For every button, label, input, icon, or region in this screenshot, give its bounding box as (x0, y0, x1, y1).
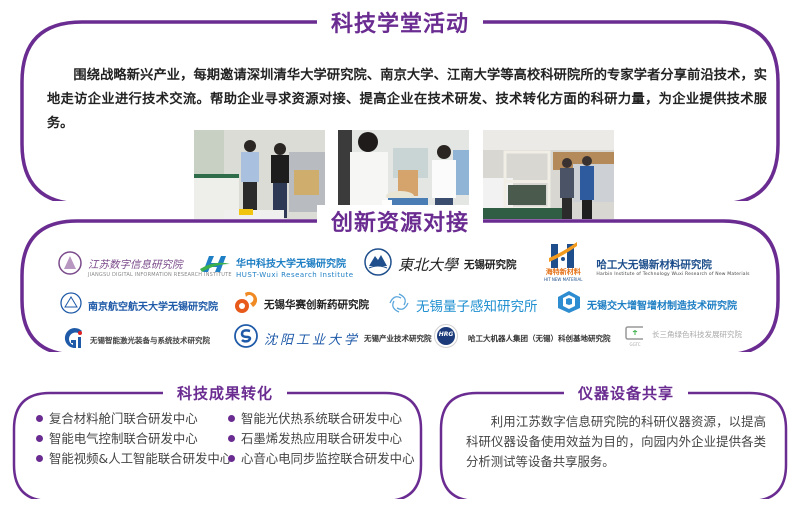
partner-logo-neu-wuxi[interactable]: 東北大學 无锡研究院 (364, 248, 517, 280)
hrg-badge-icon: HRG (434, 324, 458, 352)
bullet-dot-icon (228, 435, 235, 442)
ggtc-badge-text: GGTC (629, 342, 641, 347)
sut-emblem-icon (234, 324, 258, 352)
quantum-swirl-icon (388, 292, 410, 318)
bullet-dot-icon (36, 455, 43, 462)
sharing-description: 利用江苏数字信息研究院的科研仪器资源，以提高科研仪器设备使用效益为目的，向园内外… (466, 414, 766, 469)
transfer-title: 科技成果转化 (162, 382, 288, 404)
huasai-logo-icon (234, 290, 258, 318)
bullet-dot-icon (36, 435, 43, 442)
list-item: 智能视频&人工智能联合研发中心 (36, 449, 232, 468)
partner-name: 江苏数字信息研究院 (88, 258, 183, 271)
bullet-dot-icon (36, 415, 43, 422)
partner-name: 无锡量子感知研究所 (416, 299, 538, 315)
partner-name: 哈工大无锡新材料研究院 (596, 259, 712, 271)
partner-suffix: 无锡研究院 (464, 258, 517, 271)
hit-badge-text: 海特新材料 (545, 268, 581, 276)
transfer-section: 科技成果转化 复合材料舱门联合研发中心 智能光伏热系统联合研发中心 智能电气控制… (12, 382, 423, 504)
partner-logo-sjtu-additive[interactable]: 无锡交大增智增材制造技术研究院 (557, 290, 737, 318)
jiangsu-digital-emblem-icon (58, 251, 82, 279)
list-item: 复合材料舱门联合研发中心 (36, 409, 228, 428)
hit-badge-subtext: HIT NEW MATERIAL (544, 277, 583, 282)
partner-name: 无锡智能激光装备与系统技术研究院 (90, 335, 210, 345)
ggtc-logo-icon: GGTC (624, 324, 646, 347)
partner-subtitle: JIANGSU DIGITAL INFORMATION RESEARCH INS… (88, 271, 232, 278)
activities-section: 科技学堂活动 围绕战略新兴产业，每期邀请深圳清华大学研究院、南京大学、江南大学等… (20, 6, 780, 219)
resources-section: 创新资源对接 (20, 205, 780, 358)
partner-logo-sut-wuxi[interactable]: 沈阳工业大学 无锡产业技术研究院 (234, 324, 432, 352)
partner-name: 长三角绿色科技发展研究院 (652, 330, 742, 339)
partner-logo-quantum-sensing[interactable]: 无锡量子感知研究所 (388, 292, 538, 318)
hust-h-logo-icon (200, 254, 230, 278)
partner-logo-jiangsu-digital[interactable]: 江苏数字信息研究院 JIANGSU DIGITAL INFORMATION RE… (58, 251, 232, 279)
activities-description: 围绕战略新兴产业，每期邀请深圳清华大学研究院、南京大学、江南大学等高校科研院所的… (47, 68, 767, 131)
partner-name: 東北大學 (398, 255, 459, 274)
list-item: 智能光伏热系统联合研发中心 (228, 409, 418, 428)
partner-subtitle: Harbin Institute of Technology Wuxi Rese… (596, 272, 750, 277)
partner-logo-hrg-robotics[interactable]: HRG 哈工大机器人集团（无锡）科创基地研究院 (434, 324, 611, 352)
partner-logo-nuaa-wuxi[interactable]: 南京航空航天大学无锡研究院 (60, 292, 218, 318)
sharing-title: 仪器设备共享 (563, 382, 689, 404)
bullet-dot-icon (228, 415, 235, 422)
hrg-badge-text: HRG (438, 331, 454, 338)
sharing-section: 仪器设备共享 利用江苏数字信息研究院的科研仪器资源，以提高科研仪器设备使用效益为… (439, 382, 788, 504)
partner-logo-hust-wuxi[interactable]: 华中科技大学无锡研究院 HUST-Wuxi Research Institute (200, 252, 354, 279)
hit-new-material-logo-icon: 海特新材料 HIT NEW MATERIAL (544, 242, 582, 282)
partner-logo-hit-new-materials[interactable]: 海特新材料 HIT NEW MATERIAL 哈工大无锡新材料研究院 Harbi… (544, 242, 750, 282)
partner-name: 无锡华赛创新药研究院 (264, 298, 369, 311)
activities-title: 科技学堂活动 (316, 6, 484, 38)
partner-logo-laser-equipment[interactable]: 无锡智能激光装备与系统技术研究院 (62, 327, 210, 353)
partner-logo-ggtc[interactable]: GGTC 长三角绿色科技发展研究院 (624, 324, 742, 347)
list-item: 智能电气控制联合研发中心 (36, 429, 228, 448)
bullet-dot-icon (228, 455, 235, 462)
sjtu-cube-icon (557, 290, 581, 318)
partner-logo-huasai-drug[interactable]: 无锡华赛创新药研究院 (234, 290, 369, 318)
laser-gi-logo-icon (62, 327, 84, 353)
photo-lab-visit (194, 130, 325, 219)
neu-emblem-icon (364, 248, 392, 280)
resources-title: 创新资源对接 (316, 205, 484, 237)
nuaa-emblem-icon (60, 292, 82, 318)
partner-name: 沈阳工业大学 (264, 332, 361, 348)
partner-name: 南京航空航天大学无锡研究院 (88, 301, 218, 313)
transfer-list: 复合材料舱门联合研发中心 智能光伏热系统联合研发中心 智能电气控制联合研发中心 … (36, 409, 416, 468)
partner-name: 无锡交大增智增材制造技术研究院 (587, 300, 737, 312)
partner-name: 哈工大机器人集团（无锡）科创基地研究院 (468, 333, 611, 343)
list-item: 心音心电同步监控联合研发中心 (228, 449, 418, 468)
partner-suffix: 无锡产业技术研究院 (364, 333, 432, 343)
partner-name: 华中科技大学无锡研究院 (236, 259, 346, 270)
list-item: 石墨烯发热应用联合研发中心 (228, 429, 418, 448)
partner-subtitle: HUST-Wuxi Research Institute (236, 271, 354, 279)
photo-workshop-tour (483, 130, 614, 219)
